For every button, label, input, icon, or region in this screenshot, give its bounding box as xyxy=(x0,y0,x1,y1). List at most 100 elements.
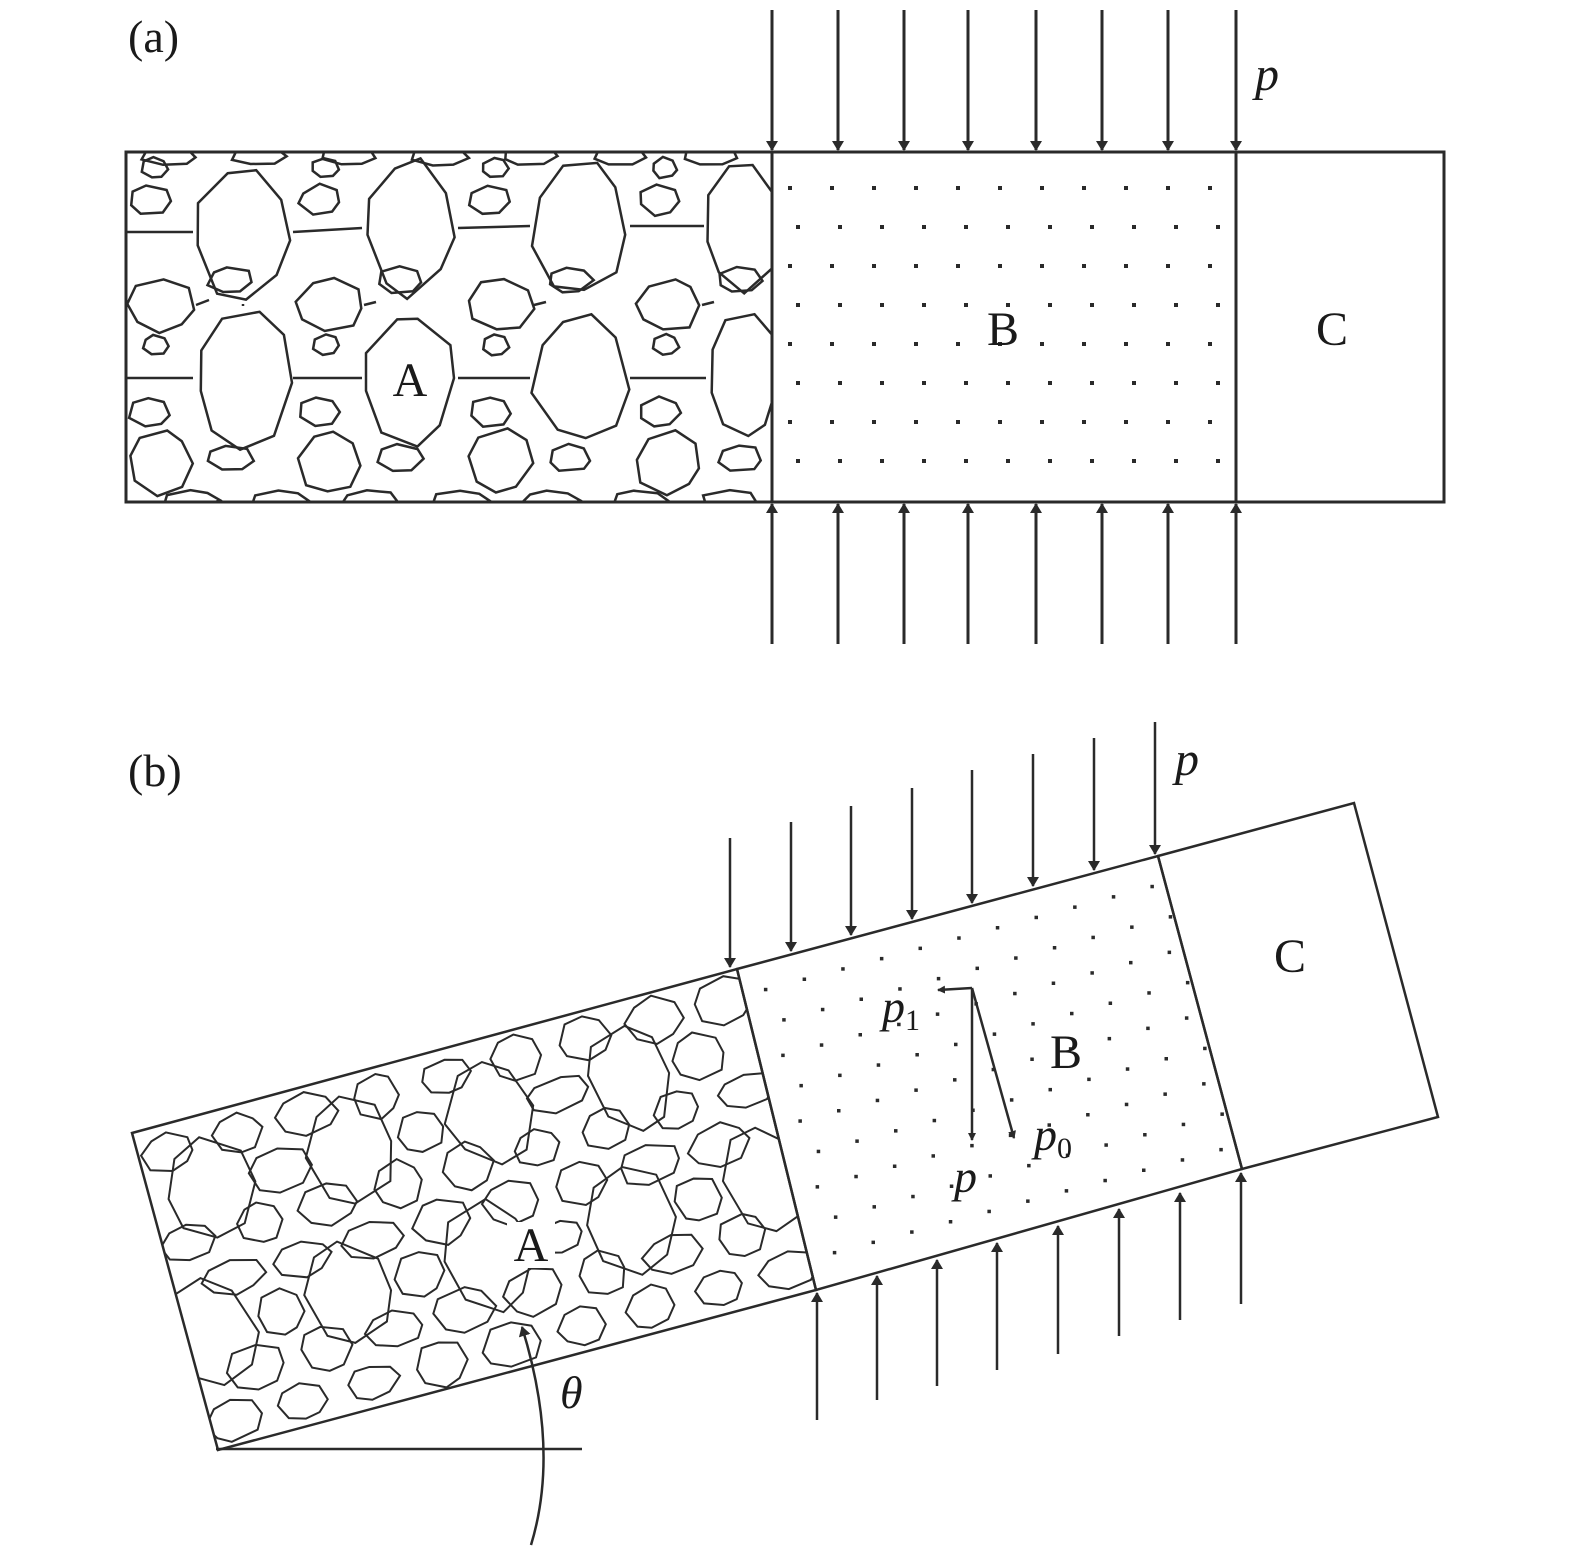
fluid-dot xyxy=(1208,186,1212,190)
fluid-dot xyxy=(1167,950,1172,955)
fluid-dot xyxy=(1104,1143,1108,1147)
aggregate-grain xyxy=(481,1321,542,1368)
fluid-dot xyxy=(1091,935,1095,940)
fluid-dot xyxy=(802,977,807,981)
aggregate-grain xyxy=(415,1341,469,1389)
aggregate-grain xyxy=(347,1365,402,1401)
fluid-dot xyxy=(1090,971,1094,975)
fluid-dot xyxy=(1166,186,1170,190)
fluid-dot xyxy=(854,1174,858,1179)
fluid-dot xyxy=(872,264,876,268)
fluid-dot xyxy=(988,1174,992,1178)
fluid-dot xyxy=(922,225,926,229)
fluid-dot xyxy=(1013,991,1017,996)
region-a-label-backdrop xyxy=(385,358,435,406)
fluid-dot xyxy=(832,1250,837,1255)
fluid-dot xyxy=(1129,960,1133,965)
fluid-dot xyxy=(872,1205,876,1209)
fluid-dot xyxy=(838,225,842,229)
region-c-outline-tilted xyxy=(1156,801,1440,1171)
fluid-dot xyxy=(991,1067,996,1072)
aggregate-grain xyxy=(513,1128,561,1167)
fluid-dot xyxy=(838,459,842,463)
fluid-dot xyxy=(876,1063,881,1067)
aggregate-grain xyxy=(718,1212,767,1258)
fluid-dot xyxy=(954,1042,958,1047)
fluid-dot xyxy=(1130,925,1134,929)
fluid-dot xyxy=(838,381,842,385)
aggregate-grain xyxy=(167,1136,257,1239)
aggregate-grain xyxy=(210,1111,264,1154)
fluid-dot xyxy=(1087,1077,1091,1082)
fluid-dot xyxy=(910,1230,914,1234)
fluid-dot xyxy=(1048,459,1052,463)
large-aggregate-grain xyxy=(530,312,631,440)
region-a-aggregate-tilted xyxy=(139,975,816,1443)
angle-label: θ xyxy=(560,1367,583,1418)
aggregate-grain xyxy=(225,1343,285,1391)
fluid-dot xyxy=(872,342,876,346)
matrix-line xyxy=(701,300,715,307)
small-aggregate-grain xyxy=(503,152,560,166)
small-aggregate-grain xyxy=(432,489,494,502)
fluid-dot xyxy=(956,420,960,424)
matrix-line xyxy=(292,226,363,234)
fluid-dot xyxy=(788,420,792,424)
aggregate-grain xyxy=(501,1267,563,1318)
fluid-dot xyxy=(898,987,902,991)
aggregate-grain xyxy=(363,1309,424,1348)
fluid-dot xyxy=(1034,915,1038,920)
fluid-dot xyxy=(1146,1026,1150,1031)
fluid-dot xyxy=(1082,420,1086,424)
fluid-dot xyxy=(1208,420,1212,424)
fluid-dot xyxy=(788,342,792,346)
aggregate-grain xyxy=(555,1160,609,1207)
fluid-dot xyxy=(1208,342,1212,346)
fluid-dot xyxy=(875,1098,880,1103)
aggregate-grain xyxy=(272,1240,333,1279)
fluid-dot xyxy=(935,1012,940,1016)
fluid-dot xyxy=(914,1088,918,1092)
medium-aggregate-grain xyxy=(467,277,536,331)
fluid-dot xyxy=(1030,1057,1034,1061)
small-aggregate-grain xyxy=(320,152,378,166)
fluid-dot xyxy=(1166,342,1170,346)
fluid-dot xyxy=(1026,1199,1030,1203)
fluid-dot xyxy=(1216,381,1220,385)
region-b-dots xyxy=(788,186,1220,463)
panel-a: (a) A B C p xyxy=(124,10,1446,644)
angle-indicator xyxy=(216,1326,582,1546)
fluid-dot xyxy=(1132,459,1136,463)
small-aggregate-grain xyxy=(467,184,512,216)
aggregate-grain xyxy=(396,1111,445,1153)
fluid-dot xyxy=(788,186,792,190)
fluid-dot xyxy=(1216,303,1220,307)
region-c-outline xyxy=(1234,150,1446,504)
fluid-dot xyxy=(838,303,842,307)
fluid-dot xyxy=(964,459,968,463)
region-c-label: C xyxy=(1316,303,1348,356)
fluid-dot xyxy=(1216,459,1220,463)
fluid-dot xyxy=(1216,225,1220,229)
matrix-line xyxy=(457,224,531,230)
fluid-dot xyxy=(964,303,968,307)
aggregate-grain xyxy=(652,1090,700,1130)
aggregate-grain xyxy=(247,1147,314,1194)
fluid-dot xyxy=(1048,1087,1052,1092)
fluid-dot xyxy=(880,381,884,385)
small-aggregate-grain xyxy=(140,155,170,179)
fluid-dot xyxy=(1132,303,1136,307)
fluid-dot xyxy=(1143,1133,1147,1137)
region-b-label-tilted: B xyxy=(1050,1026,1082,1079)
medium-aggregate-grain xyxy=(126,278,196,335)
fluid-dot xyxy=(1090,459,1094,463)
fluid-dot xyxy=(830,264,834,268)
aggregate-grain xyxy=(276,1382,329,1420)
fluid-dot xyxy=(880,459,884,463)
fluid-dot xyxy=(1208,264,1212,268)
fluid-dot xyxy=(1103,1178,1107,1183)
fluid-dot xyxy=(1040,264,1044,268)
small-aggregate-grain xyxy=(311,333,341,357)
fluid-dot xyxy=(820,1007,825,1012)
